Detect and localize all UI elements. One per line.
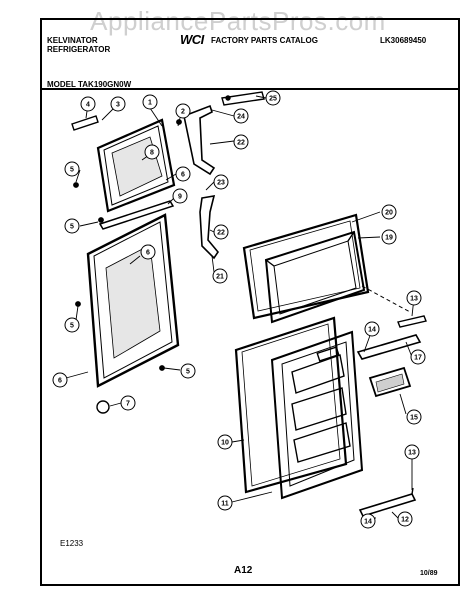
svg-text:21: 21 xyxy=(216,274,224,281)
svg-text:22: 22 xyxy=(217,230,225,237)
callout-13a: 13 xyxy=(406,290,422,306)
svg-text:6: 6 xyxy=(181,172,185,179)
callout-6a: 6 xyxy=(175,166,191,182)
svg-text:13: 13 xyxy=(408,450,416,457)
page-number: A12 xyxy=(234,565,253,576)
svg-text:4: 4 xyxy=(86,102,90,109)
svg-text:20: 20 xyxy=(385,210,393,217)
catalog-number: LK30689450 xyxy=(380,36,427,45)
svg-text:22: 22 xyxy=(237,140,245,147)
door-shelf xyxy=(356,334,422,360)
svg-text:11: 11 xyxy=(221,501,229,508)
svg-text:14: 14 xyxy=(364,519,372,526)
callout-5d: 5 xyxy=(180,363,196,379)
callout-20: 20 xyxy=(381,204,397,220)
callout-10: 10 xyxy=(217,434,233,450)
callout-9: 9 xyxy=(172,188,188,204)
shelf-bar-lower xyxy=(358,487,417,517)
dairy-bin xyxy=(368,366,412,398)
callout-5b: 5 xyxy=(64,218,80,234)
freezer-gasket xyxy=(242,213,370,320)
svg-text:2: 2 xyxy=(181,109,185,116)
svg-text:13: 13 xyxy=(410,296,418,303)
model-label: MODEL TAK190GN0W xyxy=(47,80,132,89)
upper-hinge xyxy=(183,104,216,176)
callout-7: 7 xyxy=(120,395,136,411)
freezer-door xyxy=(96,118,176,213)
callout-17: 17 xyxy=(410,349,426,365)
svg-text:12: 12 xyxy=(401,517,409,524)
callout-5c: 5 xyxy=(64,317,80,333)
bottom-hinge-pin xyxy=(96,400,110,414)
svg-text:17: 17 xyxy=(414,355,422,362)
svg-text:19: 19 xyxy=(385,235,393,242)
svg-text:3: 3 xyxy=(116,102,120,109)
callout-21: 21 xyxy=(212,268,228,284)
svg-text:1: 1 xyxy=(148,100,152,107)
callout-2: 2 xyxy=(175,103,191,119)
callout-12: 12 xyxy=(397,511,413,527)
header-rule xyxy=(40,88,460,90)
page-frame xyxy=(40,18,460,586)
svg-text:7: 7 xyxy=(126,401,130,408)
svg-text:25: 25 xyxy=(269,96,277,103)
illustration-code: E1233 xyxy=(60,539,84,548)
callout-13b: 13 xyxy=(404,444,420,460)
svg-text:6: 6 xyxy=(146,250,150,257)
callout-23: 23 xyxy=(213,174,229,190)
svg-text:14: 14 xyxy=(368,327,376,334)
callouts: 1 2 3 4 5 5 5 5 6 6 6 7 8 9 10 11 12 13 … xyxy=(52,90,426,529)
svg-text:24: 24 xyxy=(237,114,245,121)
fresh-food-gasket xyxy=(234,316,348,494)
svg-text:8: 8 xyxy=(150,150,154,157)
svg-text:9: 9 xyxy=(178,194,182,201)
center-hinge xyxy=(199,195,219,260)
callout-14b: 14 xyxy=(360,513,376,529)
product-label: REFRIGERATOR xyxy=(47,45,111,54)
freezer-inner-liner xyxy=(264,230,366,324)
freezer-gasket-strip xyxy=(98,200,175,230)
svg-text:23: 23 xyxy=(217,180,225,187)
callout-4: 4 xyxy=(80,96,96,112)
svg-text:15: 15 xyxy=(410,415,418,422)
hinge-cover xyxy=(221,91,265,106)
svg-text:6: 6 xyxy=(58,378,62,385)
svg-text:5: 5 xyxy=(70,323,74,330)
callout-22b: 22 xyxy=(213,224,229,240)
shelf-bar-upper xyxy=(397,315,427,328)
callout-22a: 22 xyxy=(233,134,249,150)
screws xyxy=(73,95,231,371)
svg-text:5: 5 xyxy=(70,167,74,174)
callout-6b: 6 xyxy=(140,244,156,260)
svg-text:5: 5 xyxy=(186,369,190,376)
callout-24: 24 xyxy=(233,108,249,124)
svg-text:10: 10 xyxy=(221,440,229,447)
callout-19: 19 xyxy=(381,229,397,245)
callout-25: 25 xyxy=(265,90,281,106)
brand-label: KELVINATOR xyxy=(47,36,98,45)
callout-1: 1 xyxy=(142,94,158,110)
callout-8: 8 xyxy=(144,144,160,160)
callout-3: 3 xyxy=(110,96,126,112)
wci-logo: WCI xyxy=(180,32,204,47)
catalog-title: FACTORY PARTS CATALOG xyxy=(211,36,318,45)
callout-15: 15 xyxy=(406,409,422,425)
callout-11: 11 xyxy=(217,495,233,511)
callout-5a: 5 xyxy=(64,161,80,177)
catalog-date: 10/89 xyxy=(420,570,438,577)
handle-trim xyxy=(71,115,99,131)
fresh-food-inner-liner xyxy=(270,330,364,500)
watermark: AppliancePartsPros.com xyxy=(90,6,386,36)
callout-14a: 14 xyxy=(364,321,380,337)
callout-6c: 6 xyxy=(52,372,68,388)
fresh-food-door xyxy=(86,213,180,388)
svg-text:5: 5 xyxy=(70,224,74,231)
